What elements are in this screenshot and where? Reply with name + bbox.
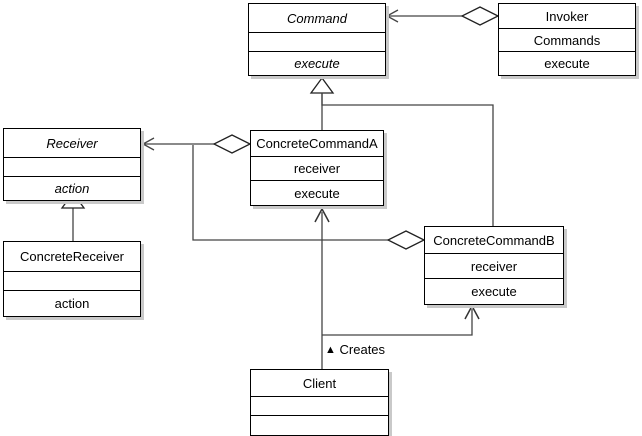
aggregation-diamond-icon — [212, 134, 252, 154]
open-arrow-icon — [464, 304, 480, 320]
class-box-concrete-command-a[interactable]: ConcreteCommandA receiver execute — [250, 130, 384, 206]
class-attributes-client — [251, 397, 388, 416]
edge-concrete-command-a-holds-receiver — [141, 134, 252, 154]
class-operations-invoker: execute — [544, 56, 590, 71]
class-attributes-receiver — [4, 158, 140, 177]
class-attributes-concrete-receiver — [4, 272, 140, 291]
class-name-concrete-command-a: ConcreteCommandA — [251, 131, 383, 157]
edge-client-creates-concrete-command-b — [322, 304, 480, 336]
filled-triangle-icon: ▲ — [325, 344, 336, 356]
class-name-client: Client — [251, 370, 388, 397]
class-attributes-concrete-command-a: receiver — [251, 157, 383, 181]
class-box-command[interactable]: Command execute — [248, 3, 386, 76]
class-operations-receiver: action — [54, 181, 90, 196]
class-attributes-concrete-command-b: receiver — [425, 254, 563, 279]
class-operations-command: execute — [294, 56, 340, 71]
class-box-concrete-receiver[interactable]: ConcreteReceiver action — [3, 241, 141, 317]
class-name-concrete-command-b: ConcreteCommandB — [425, 227, 563, 254]
aggregation-diamond-icon — [460, 6, 500, 26]
open-arrow-icon — [141, 137, 155, 151]
class-operations-concrete-command-a: execute — [294, 185, 340, 201]
class-name-command: Command — [249, 4, 385, 33]
class-box-receiver[interactable]: Receiver action — [3, 128, 141, 201]
class-box-concrete-command-b[interactable]: ConcreteCommandB receiver execute — [424, 226, 564, 305]
class-operations-concrete-receiver: action — [54, 296, 90, 311]
generalization-triangle-icon — [309, 76, 335, 94]
edge-concrete-command-a-extends-command — [309, 76, 335, 130]
class-name-invoker: Invoker — [499, 4, 635, 29]
class-operations-client — [251, 416, 388, 435]
edge-label-creates-text: Creates — [339, 342, 386, 357]
class-attributes-command — [249, 33, 385, 52]
class-operations-concrete-command-b: execute — [471, 284, 517, 299]
open-arrow-icon — [385, 9, 399, 23]
class-name-concrete-receiver: ConcreteReceiver — [4, 242, 140, 272]
class-attributes-invoker: Commands — [499, 29, 635, 52]
edge-label-creates: ▲ Creates — [325, 343, 385, 356]
open-arrow-icon — [314, 207, 330, 223]
aggregation-diamond-icon — [386, 230, 426, 250]
class-box-client[interactable]: Client — [250, 369, 389, 436]
class-box-invoker[interactable]: Invoker Commands execute — [498, 3, 636, 76]
class-name-receiver: Receiver — [4, 129, 140, 158]
edge-invoker-holds-command — [385, 6, 500, 26]
